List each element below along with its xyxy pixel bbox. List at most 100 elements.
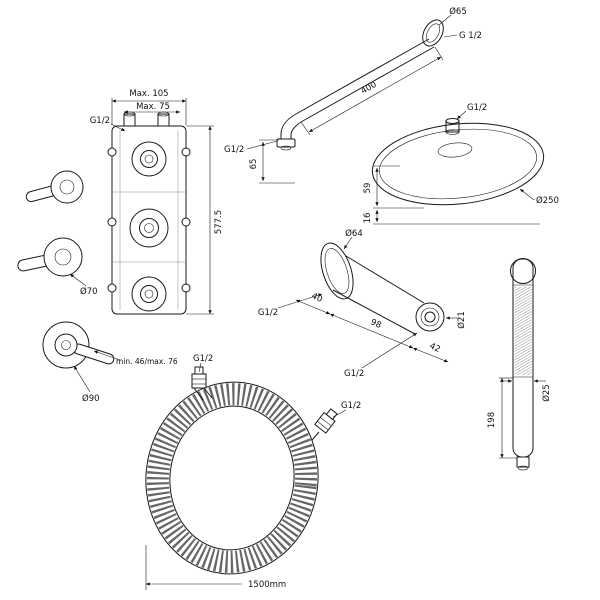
dim-valve-width-max: Max. 105 bbox=[129, 89, 168, 99]
dim-elbow-thread-out: G1/2 bbox=[344, 369, 364, 379]
hose-coil-band bbox=[146, 383, 318, 573]
elbow-flange-inner bbox=[324, 248, 350, 294]
handle-3 bbox=[54, 333, 78, 357]
elbow-flange bbox=[320, 242, 354, 300]
hose-tail bbox=[193, 387, 204, 401]
dim-elbow-seg1: 40 bbox=[310, 291, 324, 305]
elbow-outlet bbox=[415, 302, 445, 332]
head-inner-rim bbox=[379, 128, 537, 200]
dim-elbow-dia-out: Ø21 bbox=[456, 311, 467, 329]
handshower-spray-face bbox=[510, 258, 536, 284]
dim-valve-width-max2: Max. 75 bbox=[136, 102, 170, 112]
ext-line bbox=[300, 121, 311, 136]
dim-elbow-dia: Ø64 bbox=[345, 228, 363, 239]
dim-elbow-seg2: 98 bbox=[369, 317, 383, 331]
elbow-outlet-thread bbox=[424, 311, 436, 323]
leader-arm-thread bbox=[443, 34, 458, 38]
head-connector-base bbox=[445, 129, 460, 135]
arm-tube-top bbox=[295, 38, 430, 115]
valve-knob-1 bbox=[131, 141, 167, 177]
dim-arm-thread2: G1/2 bbox=[224, 145, 244, 155]
arm-end-opening bbox=[280, 145, 292, 151]
head-connector-top bbox=[445, 118, 460, 124]
leader-depth bbox=[93, 350, 121, 361]
dim-head-thread: G1/2 bbox=[467, 103, 487, 113]
mounting-lug bbox=[107, 147, 117, 157]
leader-elbow-thread-out bbox=[361, 332, 418, 369]
dim-elbow-thread-in: G1/2 bbox=[258, 308, 278, 318]
dimline-elbow-seg1 bbox=[295, 299, 331, 315]
knob-center bbox=[140, 150, 158, 168]
dim-head-offset2: 16 bbox=[363, 213, 373, 224]
dim-hose-length: 1500mm bbox=[248, 580, 286, 590]
hose-tail bbox=[311, 431, 320, 441]
arm-drop-right bbox=[290, 121, 302, 140]
leader-head-thread bbox=[456, 110, 467, 120]
dim-handshower-length: 198 bbox=[487, 412, 497, 428]
elbow-outlet-step bbox=[420, 307, 440, 327]
knob-center-detail bbox=[144, 289, 154, 299]
leader-arm-thread2 bbox=[246, 140, 278, 150]
wall-outlet-elbow: Ø64 Ø21 G1/2 40 98 42 G1/2 bbox=[258, 228, 467, 379]
mounting-lug bbox=[181, 217, 191, 227]
dim-valve-dia-plate: Ø90 bbox=[82, 393, 100, 404]
hose-nipple-right bbox=[325, 408, 338, 421]
mounting-lug bbox=[181, 147, 191, 157]
valve-top-port-1 bbox=[123, 113, 136, 127]
knob-center-detail bbox=[144, 223, 154, 233]
knob-center bbox=[139, 218, 159, 238]
leader-elbow-dia bbox=[343, 236, 353, 250]
hose-coil-outer bbox=[145, 381, 319, 575]
thermostat-valve: Max. 105 Max. 75 G1/2 577.5 bbox=[90, 89, 224, 315]
dim-head-offset1: 59 bbox=[363, 183, 373, 194]
dim-valve-depth: min. 46/max. 76 bbox=[116, 357, 178, 366]
dim-valve-thread: G1/2 bbox=[90, 116, 110, 126]
hand-shower: Ø25 198 bbox=[487, 258, 552, 471]
arm-end-nut bbox=[276, 138, 296, 148]
shower-arm: Ø65 G 1/2 400 65 G1/2 bbox=[224, 6, 482, 184]
dim-hose-thread-a: G1/2 bbox=[193, 354, 213, 364]
mounting-lug bbox=[107, 217, 117, 227]
ext-line bbox=[434, 46, 444, 61]
valve-knob-3 bbox=[131, 276, 167, 312]
arm-drop-left bbox=[280, 113, 297, 140]
mounting-lug bbox=[107, 283, 117, 293]
valve-handles: Ø70 Ø90 min. 46/max. 76 bbox=[17, 170, 178, 404]
leader-dia-plate bbox=[73, 365, 91, 393]
hose-nipple-top bbox=[194, 366, 204, 375]
dim-arm-thread: G 1/2 bbox=[459, 31, 482, 41]
nut-detail bbox=[317, 421, 329, 431]
leader-head-dia bbox=[519, 188, 535, 201]
dim-hose-thread-b: G1/2 bbox=[341, 401, 361, 411]
leader-arm-dia bbox=[438, 14, 452, 26]
leader-valve-thread bbox=[110, 123, 126, 132]
mounting-lug bbox=[181, 283, 191, 293]
hose-nut-top bbox=[191, 373, 207, 389]
dim-handshower-dia: Ø25 bbox=[541, 384, 552, 402]
leader-hose-thread-b bbox=[332, 409, 347, 418]
arm-flange-inner bbox=[425, 23, 441, 43]
head-outer-rim bbox=[371, 122, 545, 206]
dimline-elbow-seg3 bbox=[412, 347, 449, 363]
shower-hose: G1/2 G1/2 1500mm bbox=[145, 354, 361, 590]
leader-hose-thread-a bbox=[198, 362, 202, 373]
nut-detail bbox=[320, 417, 332, 427]
hose-nut-right bbox=[314, 408, 338, 434]
dimline-arm-length bbox=[308, 56, 442, 133]
valve-knob-2 bbox=[129, 208, 169, 248]
dim-valve-dia-handle: Ø70 bbox=[80, 286, 98, 297]
elbow-tube-top bbox=[345, 255, 425, 304]
valve-top-port-2 bbox=[157, 113, 170, 127]
dim-arm-drop: 65 bbox=[249, 159, 259, 170]
handle-2 bbox=[43, 237, 83, 277]
dimline-elbow-seg2 bbox=[329, 313, 414, 349]
dim-elbow-seg3: 42 bbox=[428, 341, 442, 355]
dim-head-dia: Ø250 bbox=[536, 195, 559, 206]
knob-center bbox=[140, 285, 158, 303]
hose-coil bbox=[145, 381, 319, 575]
leader-dia-handle bbox=[69, 273, 87, 287]
dim-arm-dia: Ø65 bbox=[449, 6, 467, 17]
handle-1 bbox=[50, 170, 84, 204]
